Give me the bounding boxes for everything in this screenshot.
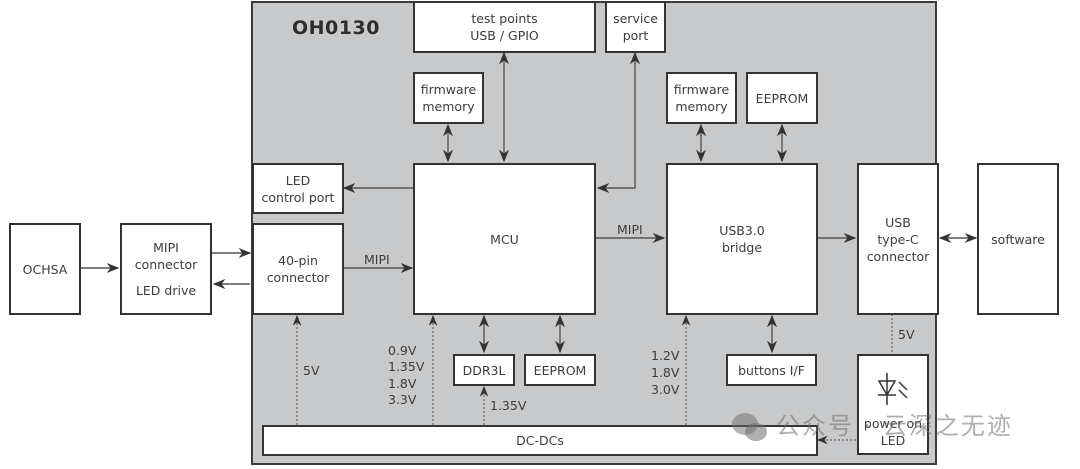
test-points-label-2: USB / GPIO (470, 28, 539, 43)
power-led-label-2: LED (880, 433, 906, 448)
mcu-voltage-1: 1.35V (388, 359, 425, 374)
power-on-led-block: power on LED (857, 354, 929, 455)
usb-firmware-memory-block: firmware memory (666, 72, 737, 124)
wire-service-mcu (596, 51, 641, 194)
mcu-eeprom-block: EEPROM (524, 354, 596, 386)
eeprom-mcu-label: EEPROM (533, 362, 587, 378)
5v-label-right: 5V (898, 327, 915, 342)
service-port-block: service port (605, 1, 666, 53)
led-drive-label: LED drive (135, 283, 197, 298)
buttons-if-block: buttons I/F (726, 354, 817, 386)
board-title: OH0130 (292, 17, 380, 39)
ddr3l-block: DDR3L (453, 354, 515, 386)
fw-mem-label: firmware (420, 82, 477, 97)
led-control-label: LED (285, 172, 311, 188)
usb-eeprom-block: EEPROM (746, 72, 818, 124)
usb-bridge-label: USB3.0 (719, 223, 765, 238)
service-port-label-2: port (622, 28, 649, 43)
ddr3l-label: DDR3L (462, 362, 506, 378)
usb-type-c-block: USB type-C connector (857, 163, 939, 315)
usb-voltage-1: 1.8V (651, 365, 680, 380)
wechat-icon (732, 413, 767, 441)
mipi-connector-label: MIPI (153, 240, 179, 255)
fw-mem-usb-label: firmware (673, 82, 730, 97)
led-diode-icon (877, 373, 908, 405)
test-points-block: test points USB / GPIO (413, 1, 596, 53)
40-pin-connector-block: 40-pin connector (252, 223, 344, 315)
5v-label-left: 5V (303, 363, 320, 378)
usbc-label: USB (885, 214, 911, 230)
software-label: software (991, 231, 1045, 247)
usbc-label-3: connector (866, 248, 930, 264)
software-block: software (977, 163, 1059, 315)
watermark-text: 公众号 · 云深之无迹 (776, 412, 1013, 440)
usb-bridge-label-2: bridge (721, 240, 763, 255)
40-pin-label-2: connector (266, 270, 330, 285)
usb-bridge-block: USB3.0 bridge (666, 163, 818, 315)
dc-dcs-block: DC-DCs (262, 425, 818, 456)
mipi-label-left: MIPI (364, 252, 390, 267)
40-pin-label: 40-pin (278, 253, 318, 268)
usb-voltage-2: 3.0V (651, 382, 680, 397)
mcu-firmware-memory-block: firmware memory (413, 72, 484, 124)
power-led-label: power on (863, 416, 923, 431)
buttons-label: buttons I/F (738, 362, 805, 378)
mcu-voltage-3: 3.3V (388, 392, 417, 407)
mipi-connector-block: MIPI connector LED drive (120, 223, 212, 315)
eeprom-usb-label: EEPROM (755, 90, 809, 106)
mcu-voltage-0: 0.9V (388, 343, 417, 358)
led-control-port-block: LED control port (252, 163, 344, 214)
usbc-label-2: type-C (877, 231, 919, 247)
ochsa-block: OCHSA (9, 223, 81, 315)
dcdc-label: DC-DCs (516, 433, 564, 448)
mcu-label: MCU (490, 231, 519, 247)
test-points-label: test points (471, 11, 538, 26)
mipi-connector-label-2: connector (134, 257, 198, 272)
mcu-block: MCU (413, 163, 596, 315)
mcu-voltage-2: 1.8V (388, 376, 417, 391)
mipi-label-right: MIPI (617, 222, 643, 237)
fw-mem-usb-label-2: memory (675, 99, 728, 114)
usb-voltage-0: 1.2V (651, 348, 680, 363)
ochsa-label: OCHSA (22, 261, 68, 277)
ddr-voltage: 1.35V (490, 398, 527, 413)
fw-mem-label-2: memory (422, 99, 475, 114)
led-control-label-2: control port (261, 189, 335, 205)
service-port-label: service (613, 11, 658, 26)
